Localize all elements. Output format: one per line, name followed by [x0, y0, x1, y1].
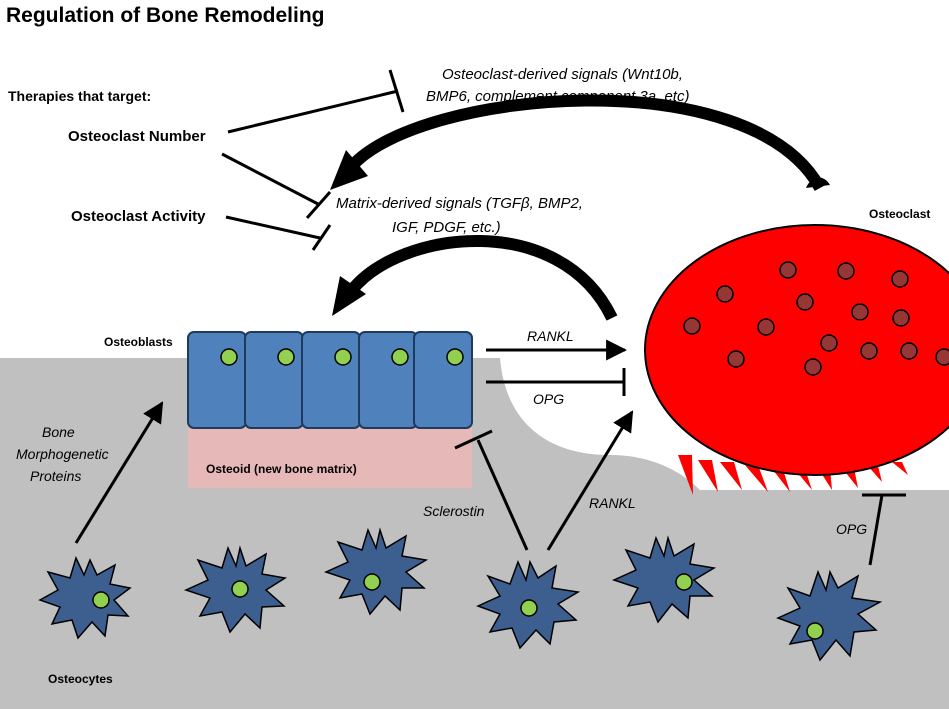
osteoclast-nuclei: [683, 261, 949, 376]
matrix-signals-line2: IGF, PDGF, etc.): [392, 219, 501, 236]
osteocyte: [323, 527, 429, 616]
bmp-label-line3: Proteins: [30, 468, 81, 484]
opg-right-line: [868, 494, 884, 566]
osteoclast-label: Osteoclast: [869, 207, 930, 221]
osteoblast-cell: [301, 331, 361, 429]
osteoclast-signals-line2: BMP6, complement component 3a, etc): [426, 88, 689, 105]
matrix-signal-arrow: [332, 235, 618, 321]
osteoblast-nucleus: [391, 348, 409, 366]
bmp-arrow: [74, 401, 164, 544]
osteoblast-cell: [187, 331, 247, 429]
rankl-arrow-low: [546, 410, 634, 551]
sclerostin-inhibit-bar: [454, 429, 493, 450]
osteocyte-nucleus: [806, 622, 824, 640]
osteocyte: [776, 569, 883, 662]
activity-inhibit-line: [225, 215, 321, 240]
osteocyte-nucleus: [520, 599, 538, 617]
osteoblast-cell: [244, 331, 304, 429]
sclerostin-label: Sclerostin: [423, 503, 485, 519]
matrix-signals-line1: Matrix-derived signals (TGFβ, BMP2,: [336, 195, 583, 212]
osteocyte-nucleus: [675, 573, 693, 591]
number-matrix-bar: [305, 191, 332, 219]
activity-inhibit-bar: [311, 224, 332, 251]
therapies-heading: Therapies that target:: [8, 88, 151, 104]
signal-lines: [74, 339, 906, 566]
therapy-osteoclast-number: Osteoclast Number: [68, 128, 206, 145]
osteoblast-nucleus: [277, 348, 295, 366]
bmp-label-line1: Bone: [42, 424, 75, 440]
number-inhibit-line: [227, 89, 399, 134]
osteoblast-nucleus: [220, 348, 238, 366]
osteoclast: [644, 224, 949, 495]
osteocyte: [611, 535, 717, 624]
opg-right-label: OPG: [836, 521, 867, 537]
osteoclast-signals-line1: Osteoclast-derived signals (Wnt10b,: [442, 66, 683, 83]
osteocyte-nucleus: [92, 591, 110, 609]
osteocyte-group: [38, 527, 883, 662]
osteocyte-nucleus: [231, 580, 249, 598]
osteoid-layer: [188, 425, 472, 488]
therapy-osteoclast-activity: Osteoclast Activity: [71, 208, 206, 225]
osteoid-label: Osteoid (new bone matrix): [206, 462, 357, 476]
osteoblast-row: [187, 331, 473, 429]
number-inhibit-bar: [388, 69, 405, 113]
osteocytes-label: Osteocytes: [48, 672, 113, 686]
sclerostin-inhibit-line: [476, 439, 529, 551]
osteoblast-nucleus: [334, 348, 352, 366]
osteoblasts-label: Osteoblasts: [104, 335, 173, 349]
number-to-matrix-line: [221, 152, 319, 206]
osteoblast-nucleus: [446, 348, 464, 366]
opg-mid-label: OPG: [533, 391, 564, 407]
rankl-top-label: RANKL: [527, 328, 574, 344]
osteoblast-cell: [358, 331, 418, 429]
bmp-label-line2: Morphogenetic: [16, 446, 109, 462]
diagram-title: Regulation of Bone Remodeling: [6, 4, 325, 27]
osteocyte-nucleus: [363, 573, 381, 591]
osteoblast-cell: [413, 331, 473, 429]
therapy-lines: [221, 69, 405, 251]
osteocyte: [38, 555, 132, 640]
osteoclast-signal-arrow: [330, 94, 830, 191]
rankl-low-label: RANKL: [589, 495, 636, 511]
